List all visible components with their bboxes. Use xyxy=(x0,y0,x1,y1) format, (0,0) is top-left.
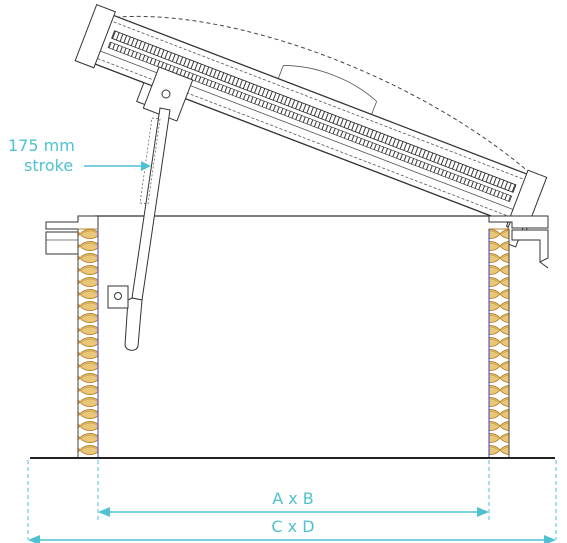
actuator xyxy=(107,66,194,351)
inner-dimension-label: A x B xyxy=(272,489,314,508)
right-insulation xyxy=(488,228,510,459)
open-lid xyxy=(74,4,548,248)
right-flange xyxy=(488,215,549,229)
lid-vent-strip xyxy=(111,30,517,193)
stroke-label-line1: 175 mm xyxy=(8,136,75,155)
actuator-rod xyxy=(131,107,171,301)
outer-dimension-label: C x D xyxy=(271,517,315,536)
left-insulation xyxy=(77,228,99,459)
actuator-lower xyxy=(124,297,143,351)
stroke-leader xyxy=(84,161,151,171)
dimension-lines xyxy=(27,460,557,543)
upstand xyxy=(30,215,555,459)
left-flange xyxy=(45,215,99,230)
stroke-label-line2: stroke xyxy=(24,156,74,175)
dome-outline xyxy=(108,15,540,182)
